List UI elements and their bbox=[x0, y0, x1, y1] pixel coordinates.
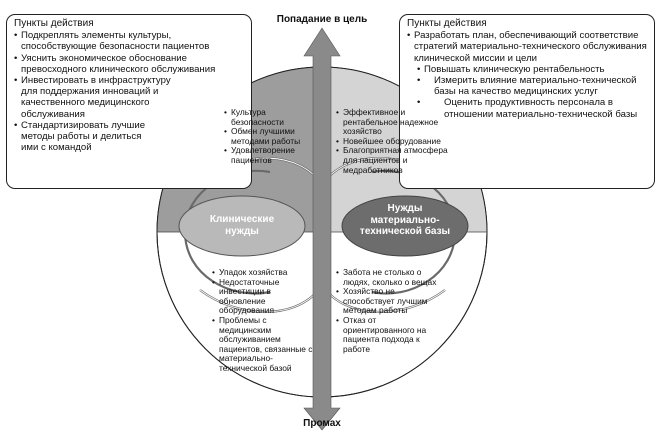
right-action-box: Пункты действия Разработать план, обеспе… bbox=[399, 14, 655, 189]
quadrant-item: Культура безопасности bbox=[224, 107, 316, 127]
left-pill-label: Клинические нужды bbox=[209, 214, 275, 237]
quadrant-bottom-left-list: Упадок хозяйства Недостаточные инвестици… bbox=[212, 267, 316, 374]
quadrant-item: Обмен лучшими методами работы bbox=[224, 126, 316, 146]
quadrant-item: Новейшее оборудование bbox=[336, 136, 448, 147]
axis-top-label: Попадание в цель bbox=[276, 14, 368, 25]
quadrant-item: Хозяйство не способствует лучшим методам… bbox=[336, 286, 448, 316]
right-box-item: Разработать план, обеспечивающий соответ… bbox=[407, 30, 649, 64]
right-box-item: Измерить влияние материально-технической… bbox=[407, 75, 649, 97]
quadrant-top-left-list: Культура безопасности Обмен лучшими мето… bbox=[224, 107, 316, 166]
axis-bottom-label: Промах bbox=[303, 418, 341, 429]
right-pill-label: Нужды материально-технической базы bbox=[359, 203, 451, 237]
right-box-item: Оценить продуктивность персонала в отнош… bbox=[407, 97, 649, 119]
right-box-title: Пункты действия bbox=[407, 18, 487, 29]
quadrant-item: Забота не столько о людях, сколько о вещ… bbox=[336, 267, 448, 287]
left-box-item: Уяснить экономическое обоснование превос… bbox=[14, 53, 246, 75]
quadrant-item: Удовлетворение пациентов bbox=[224, 146, 316, 165]
left-box-title: Пункты действия bbox=[14, 18, 94, 29]
quadrant-top-right-list: Эффективное и рентабельное надежное хозя… bbox=[336, 107, 448, 175]
quadrant-item: Отказ от ориентированного на пациента по… bbox=[336, 315, 448, 354]
quadrant-bottom-right-list: Забота не столько о людях, сколько о вещ… bbox=[336, 267, 448, 354]
left-box-item: Инвестировать в инфраструктуру для подде… bbox=[14, 75, 171, 120]
left-box-item: Стандартизировать лучшие методы работы и… bbox=[14, 120, 161, 154]
right-box-item: Повышать клиническую рентабельность bbox=[407, 64, 649, 75]
quadrant-item: Благоприятная атмосфера для пациентов и … bbox=[336, 146, 448, 175]
quadrant-item: Эффективное и рентабельное надежное хозя… bbox=[336, 107, 448, 137]
quadrant-item: Недостаточные инвестиции в обновление об… bbox=[212, 277, 316, 316]
right-pill-shape bbox=[341, 195, 469, 257]
left-action-box: Пункты действия Подкреплять элементы кул… bbox=[6, 14, 252, 189]
left-box-item: Подкреплять элементы культуры, способств… bbox=[14, 30, 246, 52]
quadrant-item: Проблемы с медицинским обслуживанием пац… bbox=[212, 315, 316, 374]
quadrant-item: Упадок хозяйства bbox=[212, 267, 316, 278]
left-pill-shape bbox=[178, 195, 306, 257]
